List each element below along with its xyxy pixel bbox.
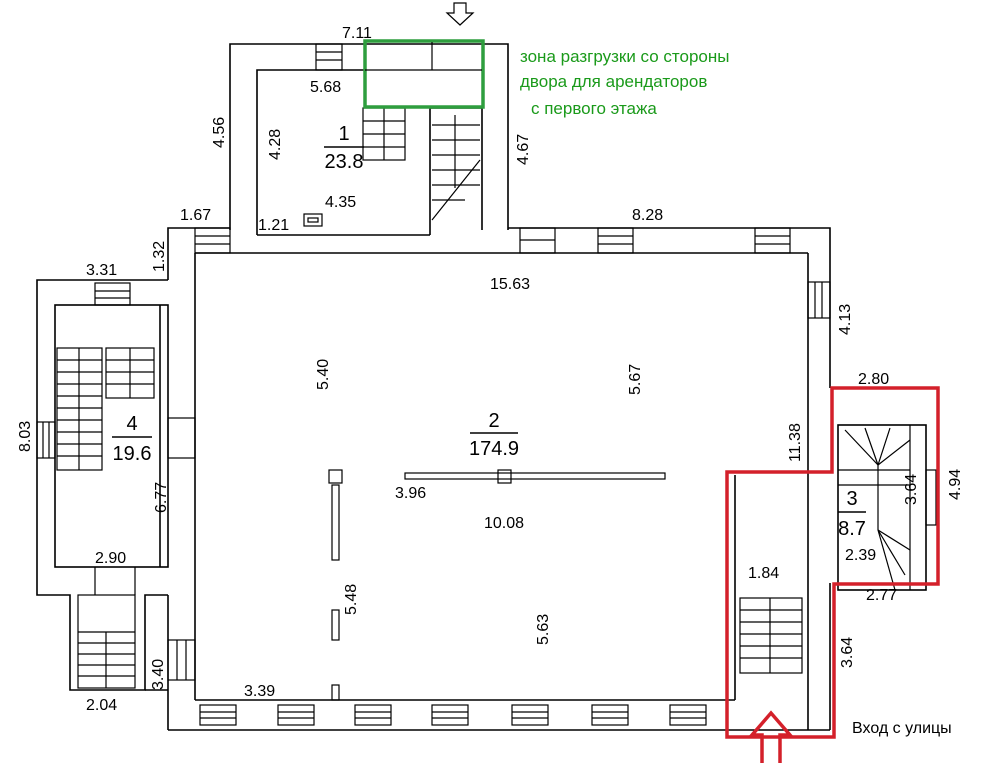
svg-text:1.84: 1.84	[748, 565, 779, 582]
svg-text:4.13: 4.13	[837, 304, 854, 335]
arrow-down-icon	[445, 2, 475, 26]
svg-text:19.6: 19.6	[113, 443, 152, 465]
svg-text:зона разгрузки со стороны: зона разгрузки со стороны	[520, 47, 730, 66]
room-label-3: 3 8.7	[838, 488, 866, 540]
svg-text:4.28: 4.28	[267, 129, 284, 160]
room-label-4: 4 19.6	[112, 413, 152, 465]
svg-text:3.96: 3.96	[395, 485, 426, 502]
svg-text:2.04: 2.04	[86, 697, 117, 714]
svg-text:4.56: 4.56	[211, 117, 228, 148]
svg-text:8.7: 8.7	[838, 518, 866, 540]
room-4-walls	[36, 279, 169, 691]
svg-text:5.67: 5.67	[627, 364, 644, 395]
svg-text:2.80: 2.80	[858, 371, 889, 388]
room-2-walls	[145, 227, 831, 731]
svg-text:15.63: 15.63	[490, 276, 530, 293]
svg-text:3: 3	[846, 488, 857, 510]
unloading-zone-highlight	[363, 39, 485, 109]
rental-zone-highlight	[725, 386, 940, 739]
svg-text:3.31: 3.31	[86, 262, 117, 279]
entrance-note: Вход с улицы	[852, 720, 952, 737]
svg-text:с первого этажа: с первого этажа	[531, 99, 657, 118]
stairs-room-1	[362, 107, 481, 221]
entrance-arrow-icon	[748, 710, 794, 763]
svg-text:4.67: 4.67	[515, 134, 532, 165]
svg-text:1.21: 1.21	[258, 217, 289, 234]
svg-text:4: 4	[126, 413, 137, 435]
svg-text:1.32: 1.32	[151, 241, 168, 272]
svg-text:5.48: 5.48	[343, 584, 360, 615]
svg-text:2.90: 2.90	[95, 550, 126, 567]
svg-text:8.03: 8.03	[17, 421, 34, 452]
svg-text:5.63: 5.63	[535, 614, 552, 645]
svg-text:8.28: 8.28	[632, 207, 663, 224]
svg-text:5.68: 5.68	[310, 79, 341, 96]
svg-text:3.40: 3.40	[150, 659, 167, 690]
svg-text:10.08: 10.08	[484, 515, 524, 532]
room-label-1: 1 23.8	[324, 123, 364, 173]
svg-text:5.40: 5.40	[315, 359, 332, 390]
svg-text:6.77: 6.77	[153, 482, 170, 513]
svg-text:3.64: 3.64	[903, 474, 920, 505]
svg-text:1.67: 1.67	[180, 207, 211, 224]
svg-text:11.38: 11.38	[787, 423, 804, 462]
room-3-walls	[734, 424, 937, 730]
svg-text:3.64: 3.64	[839, 637, 856, 668]
svg-text:3.39: 3.39	[244, 683, 275, 700]
svg-text:7.11: 7.11	[342, 25, 372, 42]
unloading-zone-note: зона разгрузки со стороны двора для арен…	[520, 47, 730, 118]
svg-text:2: 2	[488, 410, 499, 432]
dimension-labels: 7.11 5.68 4.56 4.28 4.35 1.21 4.67 1.67 …	[17, 25, 964, 714]
svg-text:двора для арендаторов: двора для арендаторов	[520, 72, 707, 91]
svg-text:1: 1	[338, 123, 349, 145]
svg-text:2.39: 2.39	[845, 547, 876, 564]
svg-text:4.94: 4.94	[947, 469, 964, 500]
svg-text:4.35: 4.35	[325, 194, 356, 211]
room-label-2: 2 174.9	[469, 410, 519, 460]
svg-text:23.8: 23.8	[325, 151, 364, 173]
svg-text:2.77: 2.77	[866, 587, 897, 604]
svg-text:174.9: 174.9	[469, 438, 519, 460]
